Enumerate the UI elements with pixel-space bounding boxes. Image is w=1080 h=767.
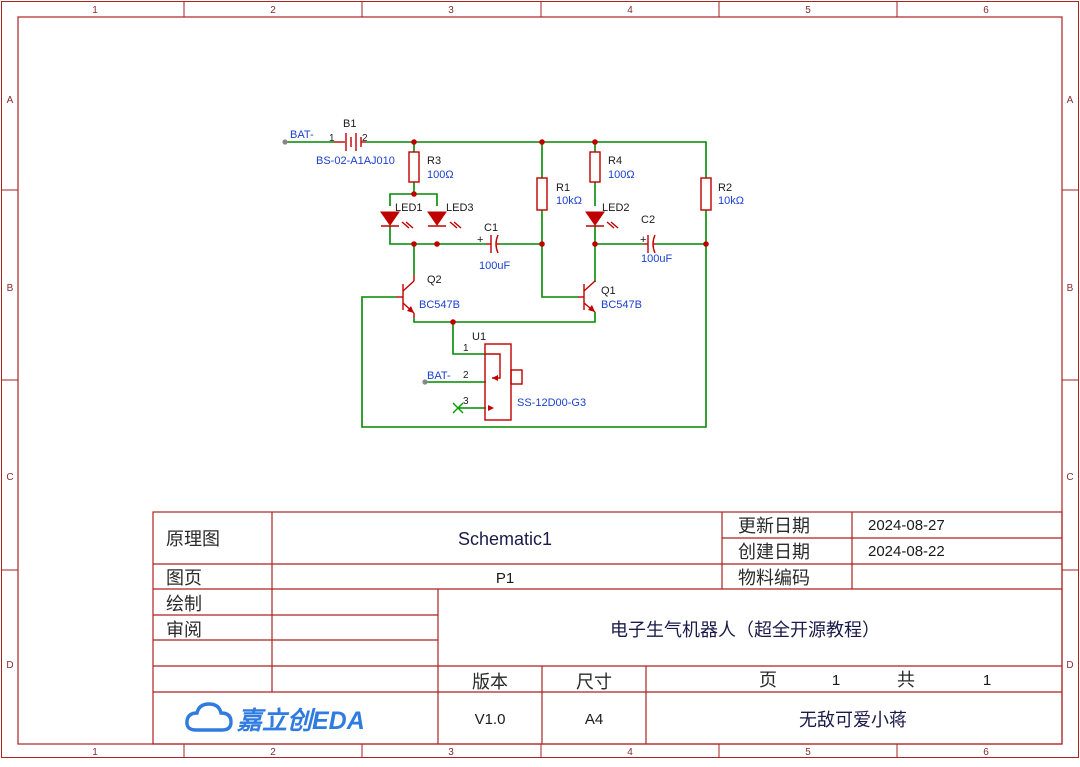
b1-ref: B1 xyxy=(343,118,356,130)
col-label-5-bottom: 5 xyxy=(805,747,811,758)
net-endpoint-bat-1 xyxy=(282,139,288,145)
row-label-a: A xyxy=(7,95,14,106)
transistor-q1[interactable]: Q1 BC547B xyxy=(578,280,642,313)
b1-pin2: 2 xyxy=(362,133,368,144)
row-label-d-right: D xyxy=(1066,660,1073,671)
tb-total-label: 共 xyxy=(897,670,915,690)
r3-ref: R3 xyxy=(427,155,441,167)
b1-pin1: 1 xyxy=(329,133,335,144)
c2-ref: C2 xyxy=(641,214,655,226)
u1-pin3: 3 xyxy=(463,396,469,407)
tb-size-label: 尺寸 xyxy=(576,672,612,692)
c2-value: 100uF xyxy=(641,253,672,265)
net-label-bat-2: BAT- xyxy=(427,370,451,382)
tb-sheet-label: 页 xyxy=(759,670,777,690)
tb-created-date: 2024-08-22 xyxy=(868,543,945,560)
tb-review-label: 审阅 xyxy=(166,620,202,640)
u1-pin1: 1 xyxy=(463,343,469,354)
col-label-2: 2 xyxy=(270,5,276,16)
r2-value: 10kΩ xyxy=(718,195,744,207)
r1-value: 10kΩ xyxy=(556,195,582,207)
logo-text: 嘉立创EDA xyxy=(236,707,365,735)
r2-ref: R2 xyxy=(718,182,732,194)
tb-updated-date: 2024-08-27 xyxy=(868,517,945,534)
title-block xyxy=(152,511,1063,745)
col-label-3: 3 xyxy=(448,5,454,16)
col-label-6-bottom: 6 xyxy=(983,747,989,758)
col-label-2-bottom: 2 xyxy=(270,747,276,758)
r3-value: 100Ω xyxy=(427,169,454,181)
tb-drawn-label: 绘制 xyxy=(166,594,202,614)
tb-created-label: 创建日期 xyxy=(738,542,810,562)
led1-ref: LED1 xyxy=(395,202,423,214)
led3-ref: LED3 xyxy=(446,202,474,214)
capacitor-c1[interactable]: C1 + 100uF xyxy=(477,222,510,272)
r1-ref: R1 xyxy=(556,182,570,194)
tb-author: 无敌可爱小蒋 xyxy=(799,710,907,730)
resistor-r3[interactable]: R3 100Ω xyxy=(408,151,454,183)
row-label-c-right: C xyxy=(1066,472,1073,483)
q2-value: BC547B xyxy=(419,299,460,311)
switch-u1[interactable]: U1 1 2 3 SS-12D00-G3 xyxy=(463,331,586,421)
battery-b1[interactable]: B1 1 2 BS-02-A1AJ010 xyxy=(316,118,395,167)
q2-ref: Q2 xyxy=(427,274,442,286)
tb-total-no: 1 xyxy=(983,672,991,689)
transistor-q2[interactable]: Q2 BC547B xyxy=(396,274,460,318)
resistor-r4[interactable]: R4 100Ω xyxy=(589,151,635,183)
tb-project-title: 电子生气机器人（超全开源教程） xyxy=(610,620,880,640)
tb-page-value: P1 xyxy=(496,570,514,587)
resistor-r1[interactable]: R1 10kΩ xyxy=(536,177,582,211)
net-label-bat-1: BAT- xyxy=(290,129,314,141)
row-label-b: B xyxy=(7,283,14,294)
col-label-6: 6 xyxy=(983,5,989,16)
tb-version-value: V1.0 xyxy=(475,711,506,728)
col-label-4: 4 xyxy=(627,5,633,16)
r4-ref: R4 xyxy=(608,155,622,167)
q1-ref: Q1 xyxy=(601,285,616,297)
col-label-5: 5 xyxy=(805,5,811,16)
led-led2[interactable]: LED2 xyxy=(585,202,630,229)
tb-page-label: 图页 xyxy=(166,568,202,588)
tb-material-label: 物料编码 xyxy=(738,568,810,588)
row-label-b-right: B xyxy=(1067,283,1074,294)
c2-plus: + xyxy=(640,234,646,246)
cloud-icon xyxy=(185,702,233,732)
r4-value: 100Ω xyxy=(608,169,635,181)
resistor-r2[interactable]: R2 10kΩ xyxy=(700,177,744,211)
u1-pin2: 2 xyxy=(463,370,469,381)
led2-ref: LED2 xyxy=(602,202,630,214)
u1-ref: U1 xyxy=(472,331,486,343)
led-led3[interactable]: LED3 xyxy=(427,202,474,229)
b1-value: BS-02-A1AJ010 xyxy=(316,155,395,167)
col-label-1: 1 xyxy=(92,5,98,16)
capacitor-c2[interactable]: C2 + 100uF xyxy=(640,214,672,265)
tb-schematic-label: 原理图 xyxy=(166,529,220,549)
c1-value: 100uF xyxy=(479,260,510,272)
col-label-4-bottom: 4 xyxy=(627,747,633,758)
tb-sheet-no: 1 xyxy=(832,672,840,689)
c1-plus: + xyxy=(477,234,483,246)
no-connect-x-icon xyxy=(452,402,464,414)
net-endpoint-bat-2 xyxy=(422,379,428,385)
row-label-a-right: A xyxy=(1067,95,1074,106)
u1-value: SS-12D00-G3 xyxy=(517,397,586,409)
c1-ref: C1 xyxy=(484,222,498,234)
row-label-d: D xyxy=(6,660,13,671)
tb-size-value: A4 xyxy=(585,711,603,728)
row-label-c: C xyxy=(6,472,13,483)
wires xyxy=(285,141,707,428)
tb-schematic-name: Schematic1 xyxy=(458,529,552,549)
col-label-3-bottom: 3 xyxy=(448,747,454,758)
led-led1[interactable]: LED1 xyxy=(380,202,423,229)
junction-dots xyxy=(411,139,709,325)
q1-value: BC547B xyxy=(601,299,642,311)
col-label-1-bottom: 1 xyxy=(92,747,98,758)
tb-version-label: 版本 xyxy=(472,672,508,692)
jlceda-logo: 嘉立创EDA xyxy=(185,702,365,735)
tb-updated-label: 更新日期 xyxy=(738,516,810,536)
